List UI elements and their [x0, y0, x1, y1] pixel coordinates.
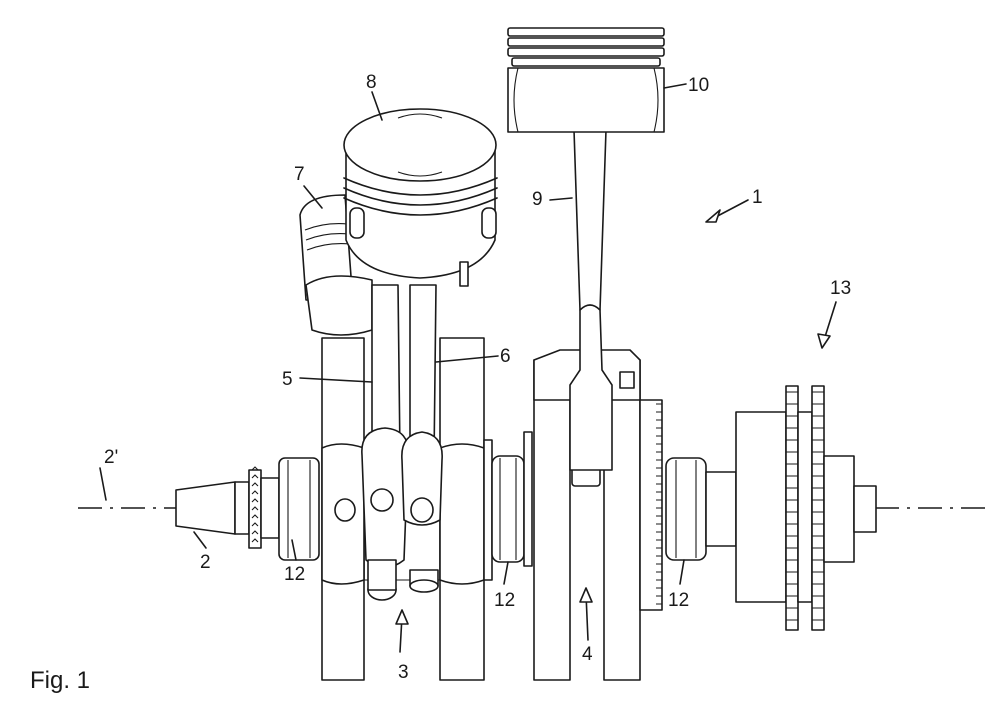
label-5: 5 [282, 369, 293, 390]
crankshaft-front-end [175, 466, 280, 549]
main-bearing-left [278, 457, 320, 561]
label-10: 10 [688, 75, 709, 96]
label-2-prime: 2' [104, 447, 118, 468]
label-13: 13 [830, 278, 851, 299]
label-1: 1 [752, 187, 763, 208]
label-7: 7 [294, 164, 305, 185]
label-9: 9 [532, 189, 543, 210]
label-12-middle: 12 [494, 590, 515, 611]
flywheel-ring-gear [639, 399, 663, 611]
label-4: 4 [582, 644, 593, 665]
figure-caption: Fig. 1 [30, 667, 90, 694]
label-2: 2 [200, 552, 211, 573]
label-3: 3 [398, 662, 409, 683]
crank-throw-3 [321, 337, 485, 681]
piston-7 [299, 194, 373, 336]
label-12-left: 12 [284, 564, 305, 585]
conrod-9 [569, 129, 613, 471]
rear-shaft-end [735, 385, 877, 631]
timing-gear [251, 466, 259, 543]
piston-10 [507, 27, 665, 133]
conrod-5 [361, 284, 409, 601]
label-6: 6 [500, 346, 511, 367]
piston-8 [343, 108, 498, 287]
main-bearing-right [665, 457, 737, 561]
reference-numerals: 8 7 10 9 1 13 5 6 2' 2 12 12 12 3 4 [104, 72, 851, 683]
leader-lines [99, 83, 837, 653]
label-12-right: 12 [668, 590, 689, 611]
label-8: 8 [366, 72, 377, 93]
main-bearing-middle [483, 431, 533, 581]
conrod-6 [401, 284, 443, 593]
